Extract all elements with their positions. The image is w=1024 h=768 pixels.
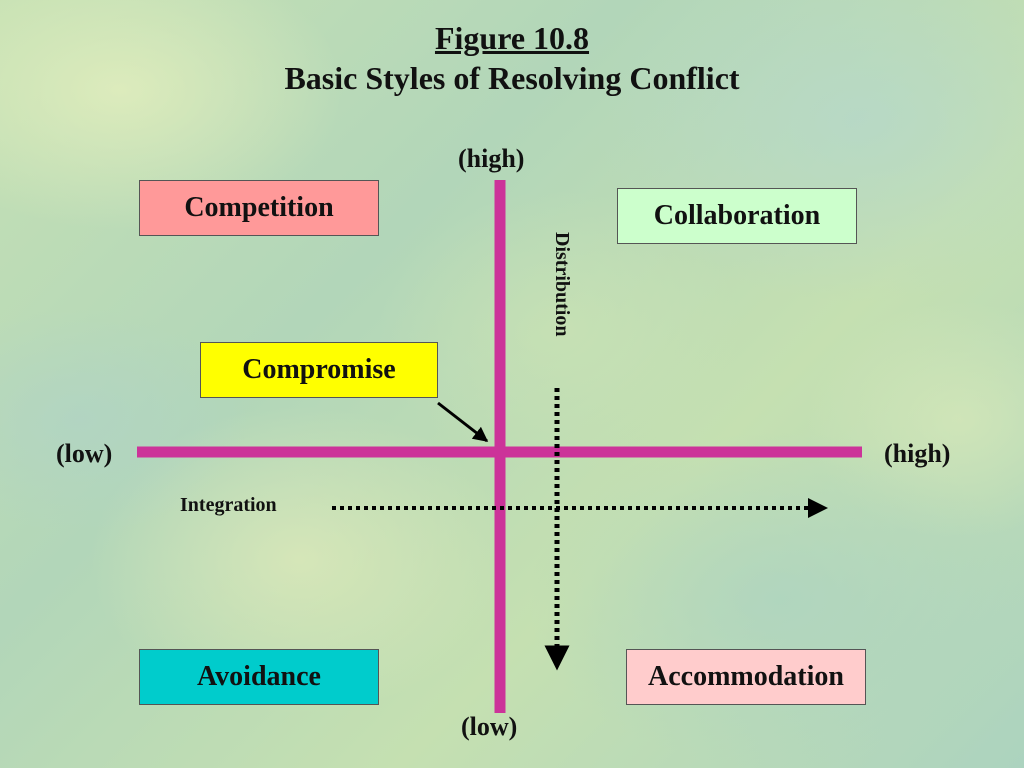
figure-title-block: Figure 10.8 Basic Styles of Resolving Co… — [0, 18, 1024, 98]
distribution-label: Distribution — [551, 232, 573, 337]
avoidance-box: Avoidance — [139, 649, 379, 705]
vertical-axis-low-label: (low) — [461, 712, 518, 741]
figure-title: Basic Styles of Resolving Conflict — [284, 60, 740, 96]
horizontal-axis-low-label: (low) — [56, 439, 113, 468]
accommodation-box: Accommodation — [626, 649, 866, 705]
compromise-box: Compromise — [200, 342, 438, 398]
collaboration-box: Collaboration — [617, 188, 857, 244]
integration-label: Integration — [180, 494, 277, 516]
figure-number: Figure 10.8 — [434, 20, 590, 56]
vertical-axis-high-label: (high) — [458, 144, 525, 173]
horizontal-axis-high-label: (high) — [884, 439, 951, 468]
competition-box: Competition — [139, 180, 379, 236]
compromise-pointer-arrow — [437, 401, 489, 443]
